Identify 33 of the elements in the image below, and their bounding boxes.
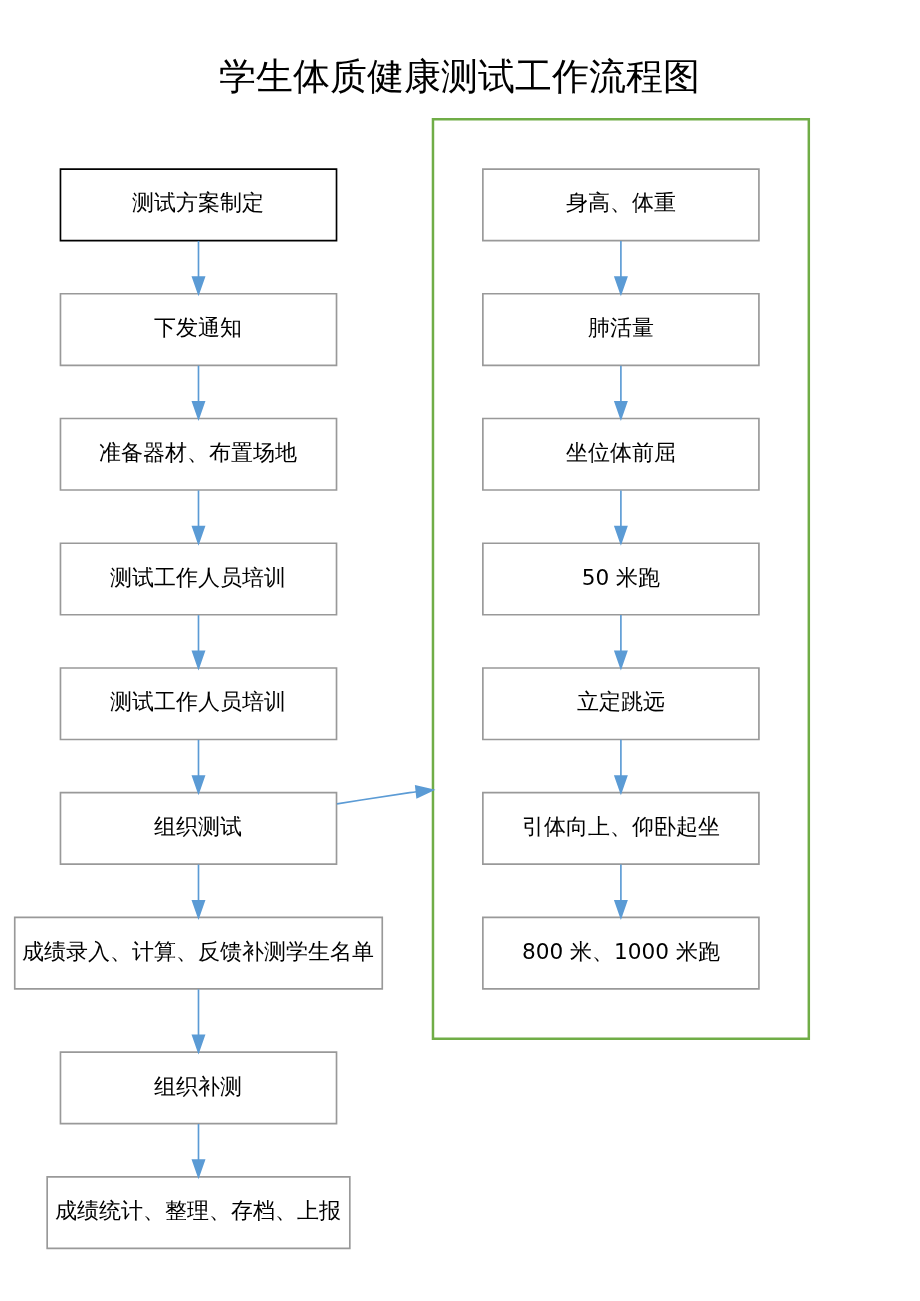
node-box: 立定跳远: [482, 667, 760, 741]
arrow: [336, 784, 436, 805]
diagram-title: 学生体质健康测试工作流程图: [219, 54, 701, 98]
node-box: 身高、体重: [482, 168, 760, 242]
arrow: [613, 614, 628, 671]
arrow: [191, 614, 206, 671]
node-box: 测试工作人员培训: [59, 542, 338, 616]
arrow: [191, 863, 206, 920]
arrow: [613, 240, 628, 297]
node-box: 下发通知: [59, 292, 338, 367]
arrow: [191, 364, 206, 421]
arrow: [613, 739, 628, 796]
arrow: [191, 1123, 206, 1180]
node-box: 引体向上、仰卧起坐: [482, 791, 760, 866]
node-box: 测试工作人员培训: [59, 667, 338, 741]
arrow: [191, 240, 206, 297]
arrow: [613, 489, 628, 546]
node-box: 组织测试: [59, 791, 338, 866]
node-box: 成绩录入、计算、反馈补测学生名单: [13, 916, 384, 990]
arrow: [191, 739, 206, 796]
node-box: 组织补测: [59, 1051, 338, 1125]
cluster: [431, 117, 811, 1041]
arrow: [191, 489, 206, 546]
arrow: [613, 364, 628, 421]
node-box: 肺活量: [482, 292, 760, 367]
node-box: 坐位体前屈: [482, 417, 760, 491]
node-box: 成绩统计、整理、存档、上报: [46, 1176, 351, 1250]
node-box: 50 米跑: [482, 542, 760, 616]
node-box: 准备器材、布置场地: [59, 417, 338, 491]
node-box: 800 米、1000 米跑: [482, 916, 760, 990]
node-box: 测试方案制定: [59, 168, 338, 242]
arrow: [191, 988, 206, 1055]
arrow: [613, 863, 628, 920]
